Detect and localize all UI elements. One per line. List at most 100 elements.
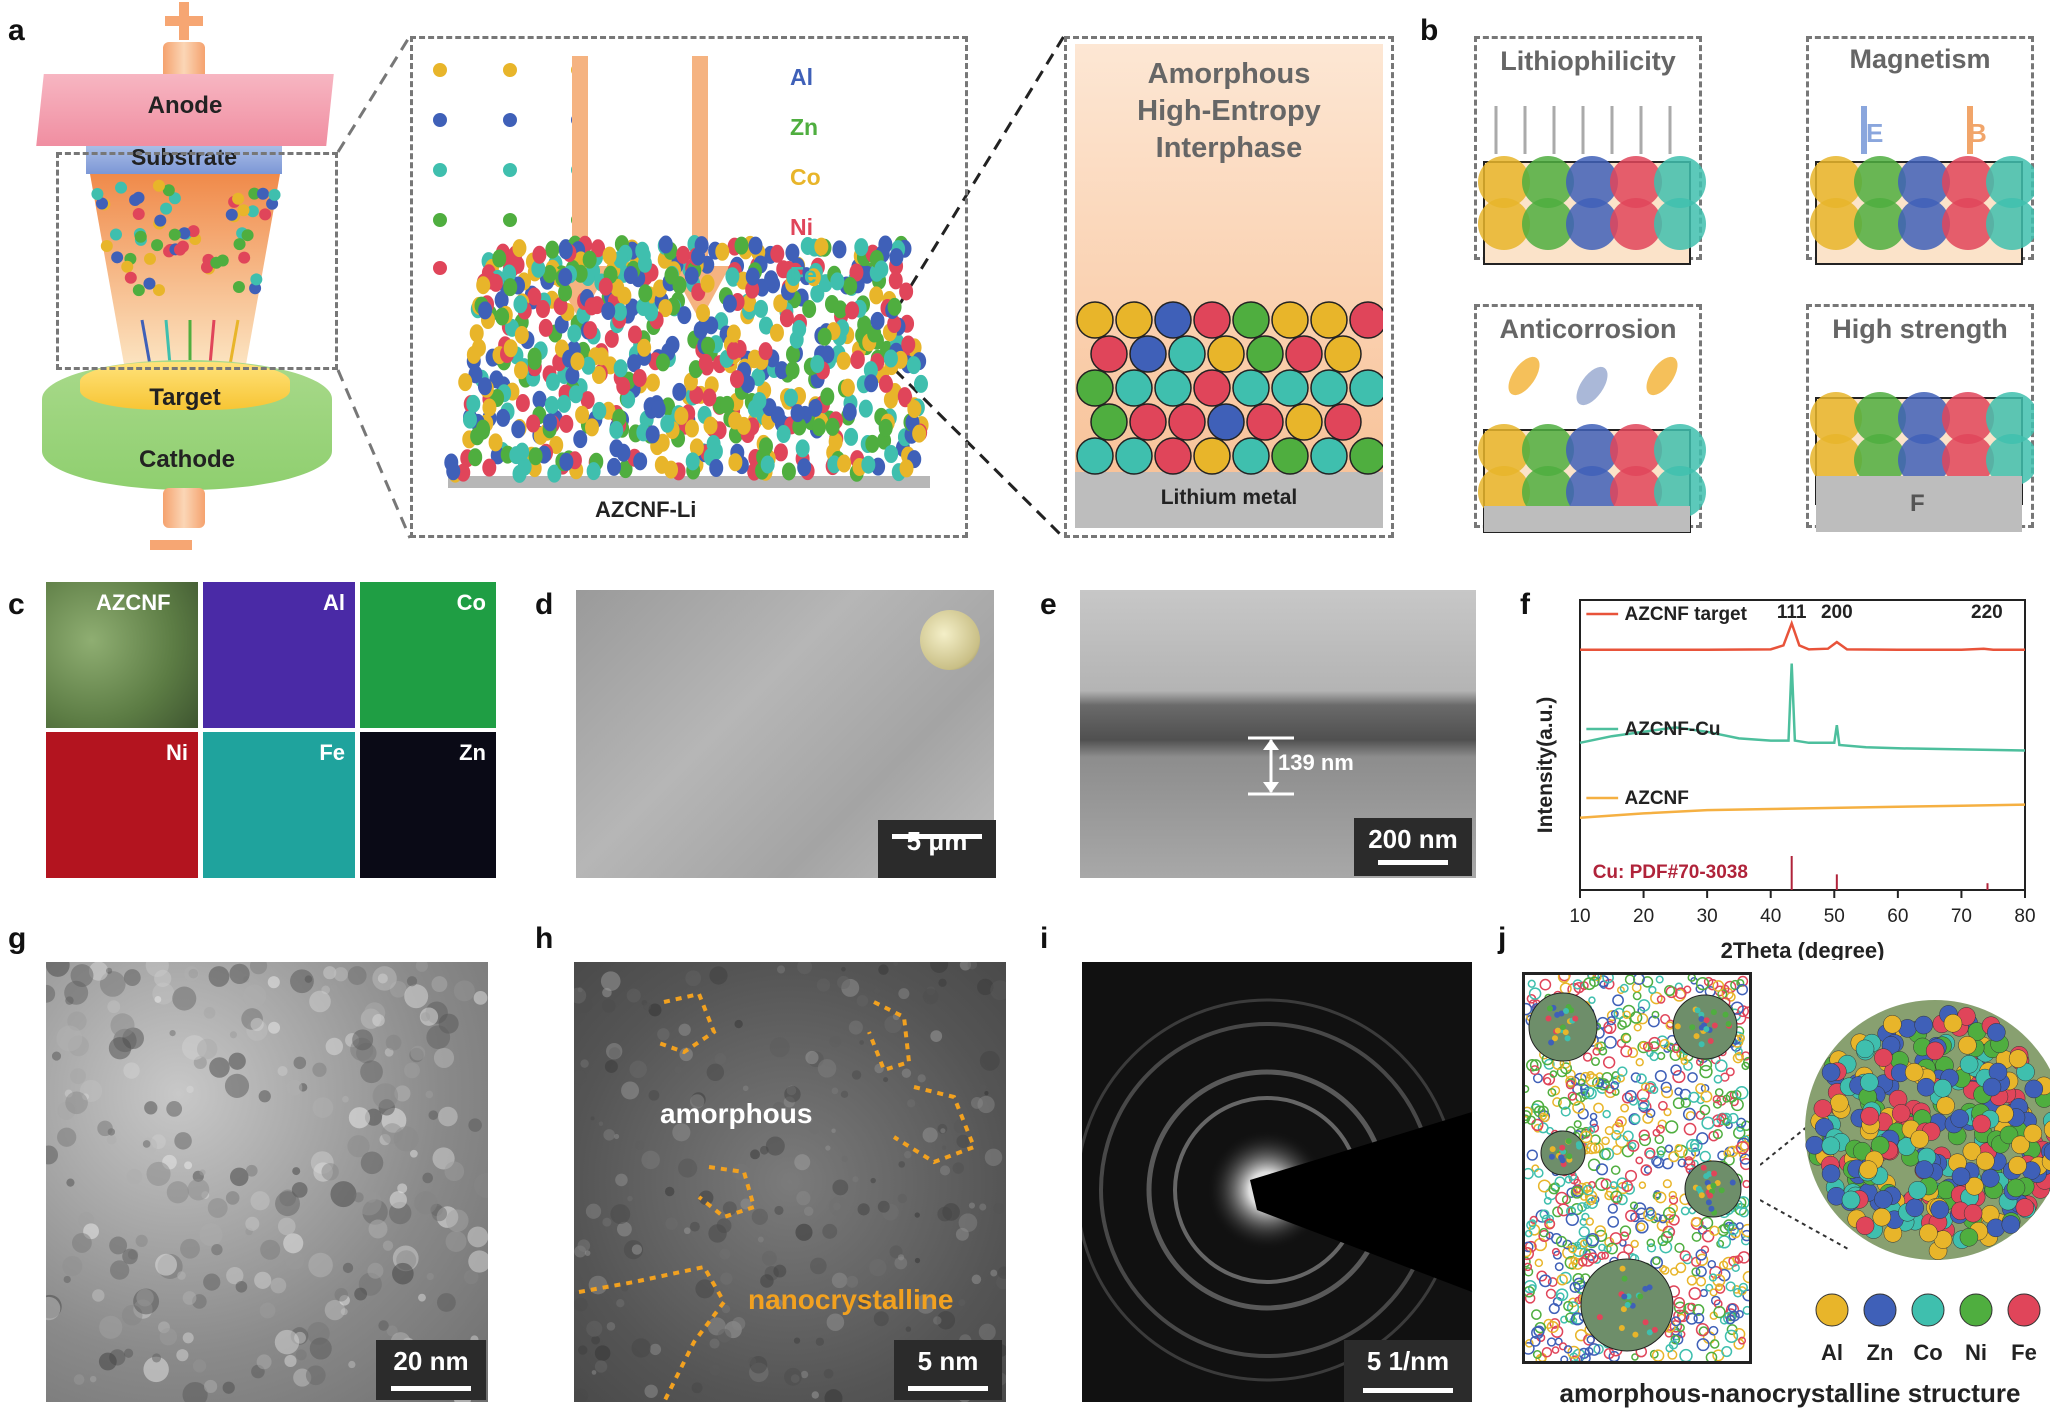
legend-swatch-co (1911, 1293, 1945, 1327)
property-atom (1478, 156, 1530, 208)
legend-swatch-al (1815, 1293, 1849, 1327)
amorphous-atom (1587, 1158, 1601, 1172)
hrtem-grain (978, 1323, 996, 1341)
tem-grain (250, 1191, 270, 1211)
tem-grain (226, 1266, 244, 1285)
hrtem-grain (795, 1223, 813, 1241)
amorphous-atom (1568, 1245, 1577, 1254)
amorphous-atom (1656, 1219, 1669, 1232)
hrtem-grain (586, 1320, 603, 1337)
amorphous-atom (1611, 1122, 1625, 1135)
hrtem-grain (856, 994, 869, 1007)
strength-substrate (1816, 476, 2022, 532)
film-atom (840, 378, 855, 397)
grain-atom (1620, 1306, 1627, 1313)
tem-grain (410, 1045, 426, 1061)
amorphous-atom (1531, 1100, 1545, 1113)
tem-grain (348, 1107, 371, 1129)
amorphous-atom (1586, 1335, 1595, 1344)
interphase-atom (1232, 301, 1270, 339)
amorphous-atom (1683, 1147, 1697, 1161)
amorphous-atom (1688, 1091, 1700, 1103)
amorphous-atom (1708, 1325, 1719, 1336)
property-atom (1478, 198, 1530, 250)
amorphous-atom (1699, 1064, 1713, 1079)
hrtem-grain (616, 1299, 625, 1308)
film-atom (512, 464, 527, 483)
sphere-atom (1933, 1079, 1952, 1098)
sphere-atom (2008, 1156, 2027, 1175)
x-tick-label: 70 (1951, 906, 1972, 927)
amorphous-atom (1585, 1073, 1599, 1087)
tem-grain (73, 1374, 85, 1385)
interphase-atom (1271, 437, 1309, 475)
amorphous-atom (1640, 1082, 1650, 1092)
film-atom (559, 414, 574, 433)
amorphous-atom (1542, 1073, 1556, 1086)
grain-atom (1559, 1144, 1566, 1151)
amorphous-atom (1670, 1316, 1682, 1327)
film-atom (836, 351, 851, 370)
amorphous-atom (1554, 1262, 1564, 1272)
hrtem-grain (784, 1086, 801, 1103)
film-atom (806, 268, 821, 287)
film-atom (482, 398, 497, 417)
plume-particle (225, 208, 238, 221)
film-atom (607, 457, 622, 476)
property-atom (1478, 424, 1530, 476)
amorphous-atom (1525, 1084, 1530, 1094)
amorphous-atom (1630, 1239, 1639, 1249)
amorphous-atom (1624, 975, 1636, 985)
tem-grain (368, 1219, 388, 1239)
tem-grain (260, 1239, 281, 1260)
grain-atom (1729, 1179, 1736, 1186)
tem-grain (312, 1097, 334, 1118)
anode-label: Anode (147, 92, 223, 119)
amorphous-atom (1680, 1057, 1689, 1066)
amorphous-atom (1599, 1148, 1611, 1161)
property-atom (1610, 156, 1662, 208)
plume-particle (152, 179, 165, 192)
hrtem-grain (979, 1050, 1000, 1071)
amorphous-atom (1531, 1309, 1542, 1320)
hrtem-grain (897, 1193, 908, 1204)
ion-arrow (164, 319, 172, 366)
film-atom (726, 341, 741, 360)
tem-grain (367, 1262, 384, 1279)
tem-grain (123, 1062, 140, 1079)
peak-label-1: 200 (1821, 602, 1853, 623)
amorphous-atom (1589, 1112, 1598, 1121)
tem-grain (312, 1062, 327, 1077)
amorphous-atom (1595, 1078, 1605, 1088)
plume-particle (168, 228, 181, 241)
plume-particle (111, 251, 124, 264)
grain-atom (1710, 1009, 1717, 1016)
amorphous-atom (1565, 1212, 1579, 1226)
hrtem-grain (811, 1391, 819, 1399)
amorphous-atom (1529, 1059, 1542, 1071)
target-label: Target (149, 384, 221, 411)
amorphous-atom (1668, 1151, 1680, 1163)
grain-atom (1572, 1015, 1579, 1022)
hrtem-grain (748, 1357, 757, 1366)
sphere-atom (1908, 1181, 1927, 1200)
amorphous-atom (1668, 1190, 1677, 1200)
hrtem-grain (769, 1037, 790, 1058)
atom-particle (433, 113, 447, 127)
film-atom (887, 314, 902, 333)
legend-fe: Fe (790, 262, 817, 288)
deposition-box (410, 36, 968, 538)
tem-grain (277, 1217, 296, 1236)
amorphous-atom (1685, 1138, 1700, 1153)
sphere-atom (1963, 1203, 1983, 1223)
interphase-atom (1076, 369, 1114, 407)
hrtem-grain (635, 1140, 645, 1150)
film-atom (720, 395, 735, 414)
amorphous-atom (1636, 1073, 1647, 1085)
amorphous-atom (1654, 1191, 1667, 1204)
amorphous-atom (1551, 1346, 1560, 1354)
amorphous-atom (1570, 1256, 1579, 1265)
hrtem-grain (698, 1190, 714, 1206)
interphase-atom (1090, 403, 1128, 441)
amorphous-atom (1635, 1058, 1644, 1067)
